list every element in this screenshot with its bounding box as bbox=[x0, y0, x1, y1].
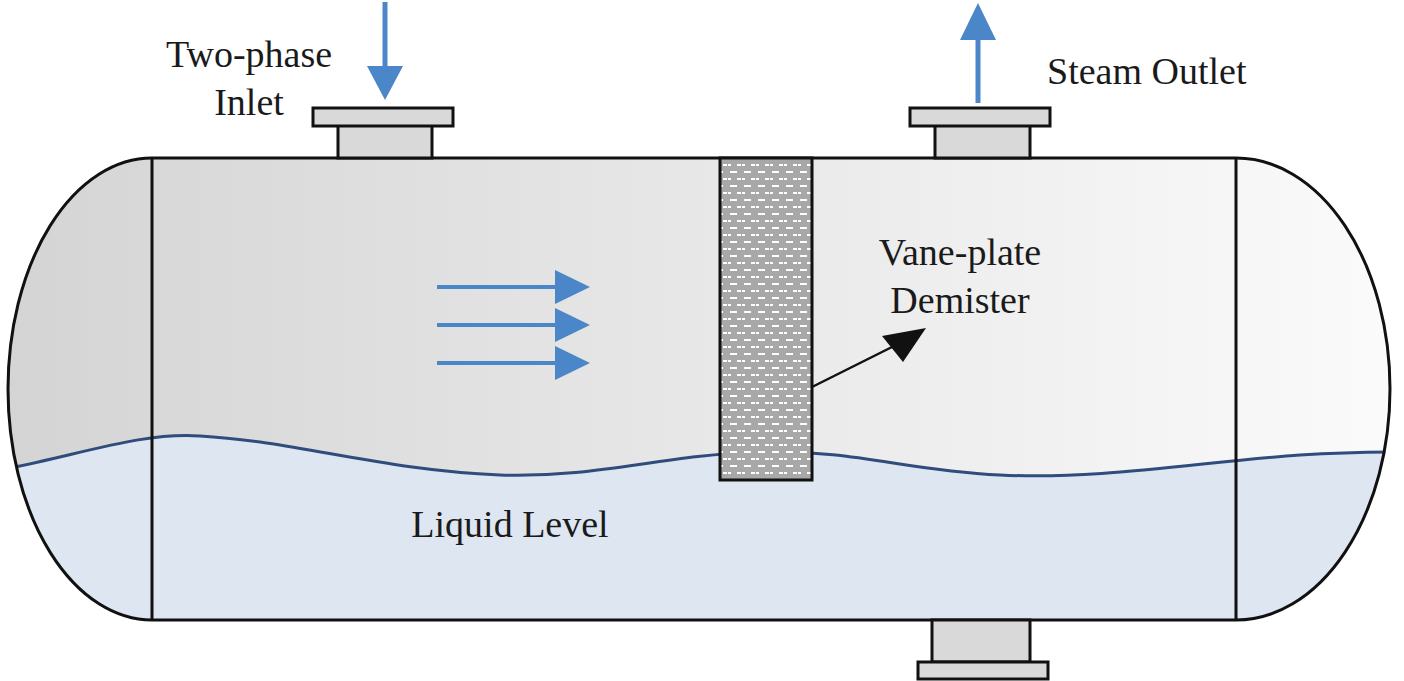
vessel-shell bbox=[8, 158, 1390, 620]
inlet-label: Two-phase Inlet bbox=[144, 30, 354, 126]
outlet-label: Steam Outlet bbox=[1047, 47, 1347, 95]
liquid-level-label: Liquid Level bbox=[360, 500, 660, 548]
demister-label: Vane-plate Demister bbox=[860, 228, 1060, 324]
vane-plate-demister bbox=[720, 158, 812, 480]
vessel-contents bbox=[0, 150, 1404, 630]
flow-arrows bbox=[437, 270, 590, 380]
